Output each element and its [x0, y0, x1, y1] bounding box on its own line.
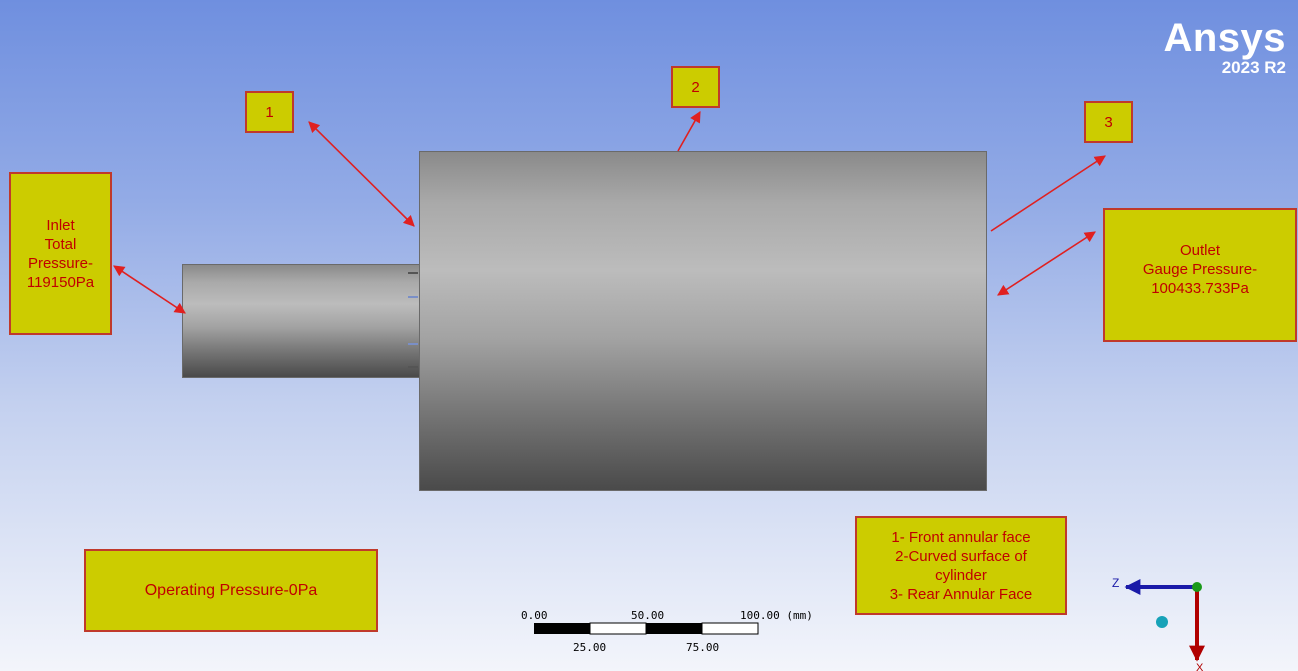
arrow-2 [677, 111, 701, 152]
inlet-pipe[interactable] [182, 264, 422, 378]
scale-label-25: 25.00 [573, 641, 606, 654]
callout-1-label: 1 [265, 103, 274, 121]
callout-1: 1 [245, 91, 294, 133]
outlet-line-1: Outlet [1179, 241, 1220, 259]
ansys-logo: Ansys 2023 R2 [1163, 18, 1286, 78]
scale-seg-4 [701, 622, 759, 635]
iso-view-ball [1156, 616, 1168, 628]
inlet-line-3: Pressure- [27, 254, 93, 272]
edge-mark [408, 343, 418, 345]
outlet-line-2: Gauge Pressure- [1142, 260, 1258, 278]
inlet-line-2: Total [44, 235, 77, 253]
operating-pressure-callout: Operating Pressure-0Pa [84, 549, 378, 632]
inlet-line-4: 119150Pa [26, 273, 95, 291]
inlet-line-1: Inlet [46, 216, 75, 234]
outlet-callout: Outlet Gauge Pressure- 100433.733Pa [1103, 208, 1297, 342]
edge-mark [408, 272, 418, 274]
callout-3: 3 [1084, 101, 1133, 143]
logo-version: 2023 R2 [1221, 58, 1286, 77]
scale-seg-3 [646, 623, 702, 634]
scale-label-100: 100.00 (mm) [740, 609, 813, 622]
outlet-arrow [997, 231, 1096, 296]
arrow-1 [308, 121, 415, 227]
operating-pressure-text: Operating Pressure-0Pa [144, 582, 318, 599]
edge-mark [408, 366, 418, 368]
scale-label-75: 75.00 [686, 641, 719, 654]
scale-label-50: 50.00 [631, 609, 664, 622]
triad-z-label: Z [1112, 576, 1119, 590]
face-legend-callout: 1- Front annular face 2-Curved surface o… [855, 516, 1067, 615]
triad-y-origin [1192, 582, 1202, 592]
arrow-3 [990, 155, 1106, 232]
legend-line-3: cylinder [935, 566, 987, 584]
main-cylinder[interactable] [419, 151, 987, 491]
outlet-line-3: 100433.733Pa [1151, 279, 1249, 297]
callout-2-label: 2 [691, 78, 700, 96]
inlet-callout: Inlet Total Pressure- 119150Pa [9, 172, 112, 335]
edge-mark [408, 296, 418, 298]
logo-brand: Ansys [1163, 16, 1286, 60]
scale-label-0: 0.00 [521, 609, 548, 622]
triad-x-label: X [1196, 662, 1204, 671]
callout-2: 2 [671, 66, 720, 108]
legend-line-1: 1- Front annular face [891, 528, 1031, 546]
scale-seg-1 [534, 623, 590, 634]
inlet-arrow [113, 265, 186, 314]
legend-line-4: 3- Rear Annular Face [889, 585, 1033, 603]
callout-3-label: 3 [1104, 113, 1113, 131]
scale-seg-2 [589, 622, 647, 635]
legend-line-2: 2-Curved surface of [895, 547, 1027, 565]
